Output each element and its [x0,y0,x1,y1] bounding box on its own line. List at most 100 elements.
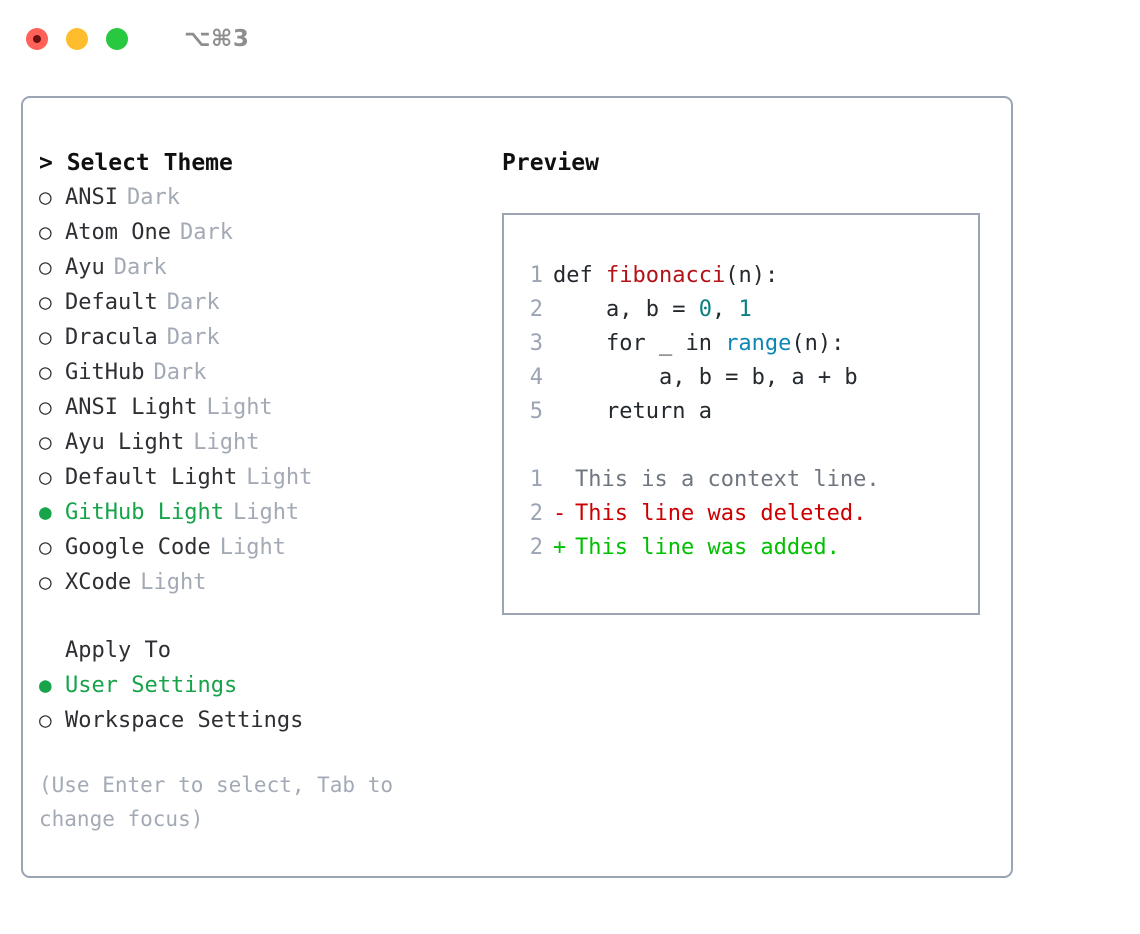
theme-option-ansi[interactable]: ○ ANSI Dark [39,180,479,215]
code-token-plain: , [711,297,739,322]
theme-option-variant: Light [246,465,313,490]
line-number: 1 [529,263,543,288]
apply-to-header: Apply To [65,638,171,663]
diff-sign: + [553,535,567,560]
theme-option-label: Google Code [65,535,211,560]
code-token-function: fibonacci [605,263,726,288]
theme-option-label: ANSI Light [65,395,198,420]
theme-option-label: Default Light [65,465,238,490]
apply-to-option-workspace-settings[interactable]: ○ Workspace Settings [39,703,479,738]
diff-text: This line was deleted. [575,501,867,526]
line-number: 1 [529,467,543,492]
preview-title: Preview [502,150,599,176]
radio-unselected-icon: ○ [39,220,52,244]
apply-to-option-label: Workspace Settings [65,708,304,733]
code-token-plain: a, b = b, a + b [553,365,858,390]
theme-option-label: Atom One [65,220,171,245]
line-number: 2 [529,535,543,560]
radio-selected-icon: ● [39,673,52,697]
theme-option-variant: Dark [166,290,220,315]
diff-line-context: 1 This is a context line. [504,463,978,497]
theme-option-google-code[interactable]: ○ Google Code Light [39,530,479,565]
theme-option-variant: Light [193,430,260,455]
line-number: 2 [529,297,543,322]
theme-option-variant: Dark [126,185,180,210]
theme-option-xcode[interactable]: ○ XCode Light [39,565,479,600]
theme-option-variant: Dark [166,325,220,350]
apply-to-list[interactable]: ●User Settings ○ Workspace Settings [39,668,479,738]
code-line: 2 a, b = 0, 1 [504,293,978,327]
minimize-button-icon[interactable] [66,28,88,50]
radio-unselected-icon: ○ [39,708,52,732]
code-line: 5 return a [504,395,978,429]
line-number: 3 [529,331,543,356]
theme-option-variant: Dark [153,360,207,385]
theme-option-variant: Dark [179,220,233,245]
radio-unselected-icon: ○ [39,360,52,384]
close-button-icon[interactable] [26,28,48,50]
radio-unselected-icon: ○ [39,255,52,279]
radio-unselected-icon: ○ [39,185,52,209]
theme-option-label: ANSI [65,185,118,210]
diff-text: This is a context line. [575,467,880,492]
code-line: 3 for _ in range(n): [504,327,978,361]
diff-line-added: 2 + This line was added. [504,531,978,565]
keyboard-shortcut-label: ⌥⌘3 [184,26,250,52]
theme-option-variant: Light [219,535,286,560]
code-token-plain: (n): [791,331,845,356]
code-token-plain: (n): [725,263,779,288]
radio-unselected-icon: ○ [39,535,52,559]
line-number: 2 [529,501,543,526]
radio-unselected-icon: ○ [39,325,52,349]
traffic-lights [26,28,128,50]
keyboard-hint-text: (Use Enter to select, Tab to change focu… [39,773,394,831]
radio-unselected-icon: ○ [39,570,52,594]
diff-text: This line was added. [575,535,840,560]
window-titlebar: ⌥⌘3 [0,0,1140,78]
theme-option-default-light[interactable]: ○ Default Light Light [39,460,479,495]
theme-option-variant: Light [232,500,300,525]
select-theme-header: > Select Theme [39,150,233,176]
diff-line-deleted: 2 - This line was deleted. [504,497,978,531]
apply-to-option-user-settings[interactable]: ●User Settings [39,668,479,703]
code-token-plain: for _ in [553,331,726,356]
theme-option-variant: Light [140,570,207,595]
theme-option-label: Default [65,290,158,315]
code-token-number: 0 [698,297,712,322]
theme-option-dracula[interactable]: ○ Dracula Dark [39,320,479,355]
theme-option-atom-one[interactable]: ○ Atom One Dark [39,215,479,250]
zoom-button-icon[interactable] [106,28,128,50]
code-token-plain: a, b = [553,297,699,322]
line-number: 5 [529,399,543,424]
code-token-plain: def [553,263,606,288]
spacer [504,429,978,463]
spacer [39,600,479,634]
code-token-call: range [725,331,792,356]
code-line: 1 def fibonacci(n): [504,259,978,293]
theme-option-label: GitHub Light [65,500,224,525]
theme-option-ayu-light[interactable]: ○ Ayu Light Light [39,425,479,460]
theme-option-label: Ayu Light [65,430,185,455]
diff-sample: 1 This is a context line.2 - This line w… [504,463,978,565]
line-number: 4 [529,365,543,390]
radio-unselected-icon: ○ [39,395,52,419]
code-token-number: 1 [738,297,752,322]
radio-unselected-icon: ○ [39,430,52,454]
code-line: 4 a, b = b, a + b [504,361,978,395]
radio-unselected-icon: ○ [39,465,52,489]
theme-option-label: Dracula [65,325,158,350]
theme-option-label: XCode [65,570,132,595]
code-token-plain: return a [553,399,712,424]
